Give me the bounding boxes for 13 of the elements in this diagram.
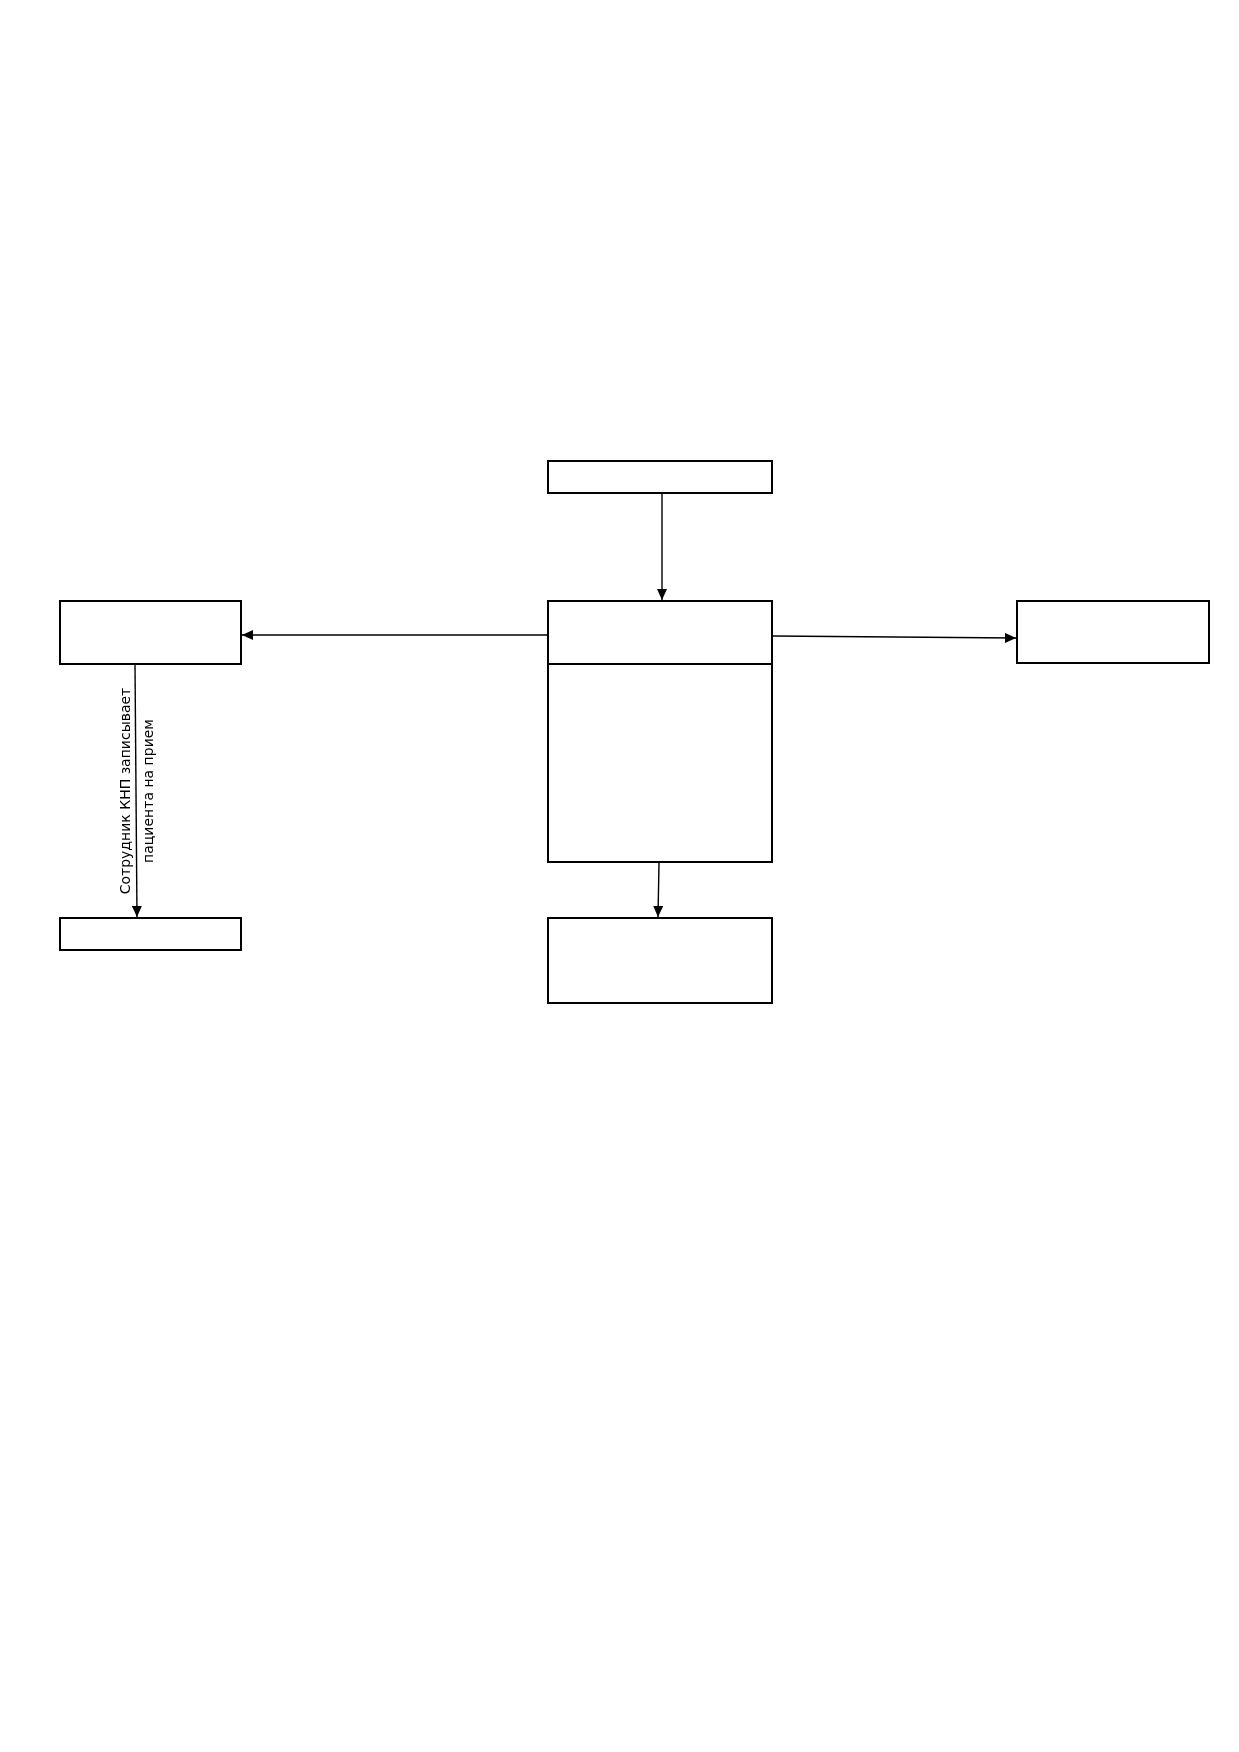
process-box — [547, 600, 773, 665]
process-box — [1016, 600, 1210, 664]
arrow — [772, 632, 1017, 643]
process-box — [547, 917, 773, 1004]
arrow — [657, 493, 667, 601]
arrow — [241, 630, 548, 640]
process-box — [59, 600, 242, 665]
arrow — [653, 862, 664, 918]
process-box — [59, 917, 242, 951]
process-box — [547, 460, 773, 494]
process-box — [547, 665, 773, 863]
edge-label: Сотрудник КНП записывает пациента на прием — [115, 686, 157, 897]
arrow — [131, 664, 142, 918]
